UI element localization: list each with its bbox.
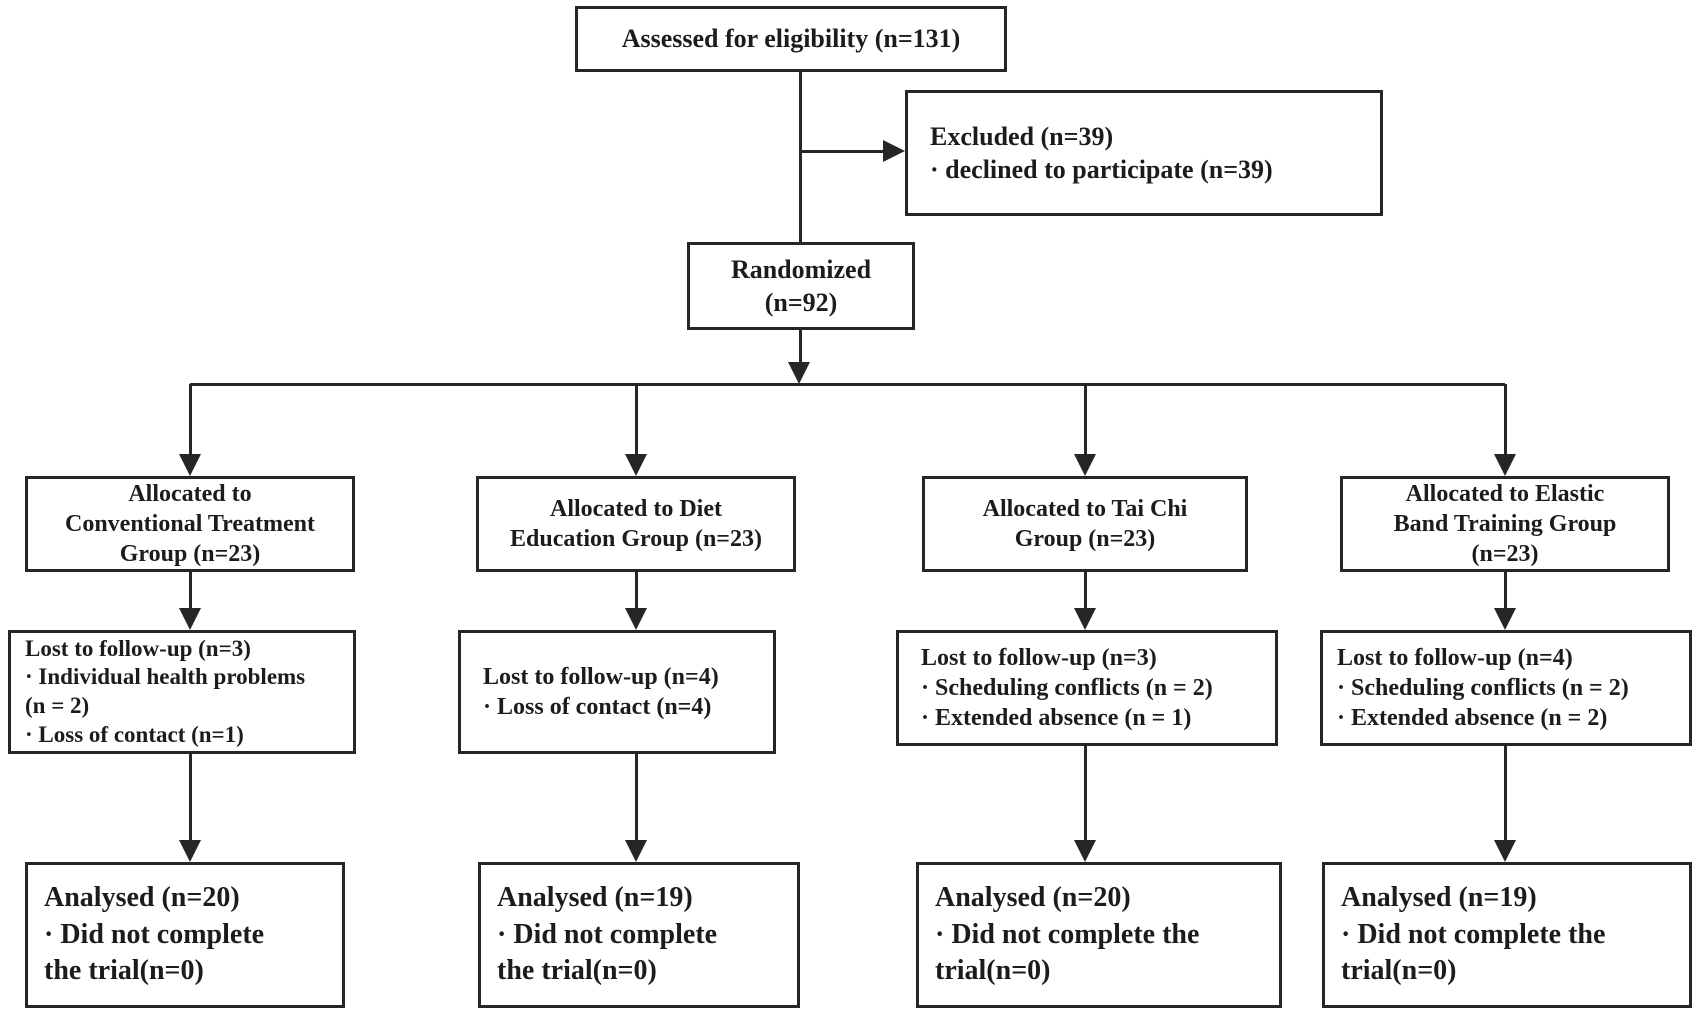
lost-line: Lost to follow-up (n=4) <box>1337 644 1573 671</box>
arrowhead-lost-3 <box>1074 608 1096 630</box>
lost-line: · Individual health problems <box>25 664 306 690</box>
analysed-line: Analysed (n=19) <box>497 881 693 913</box>
lost-line: Lost to follow-up (n=3) <box>25 635 251 661</box>
connector-branch-2 <box>635 384 638 454</box>
connector-lost-analysed-3 <box>1084 746 1087 840</box>
arrowhead-excluded <box>883 140 905 162</box>
lost-line: · Scheduling conflicts (n = 2) <box>921 674 1213 701</box>
lost-line: · Loss of contact (n=1) <box>25 721 244 747</box>
randomized-count: (n=92) <box>764 288 838 317</box>
connector-alloc-lost-1 <box>189 572 192 608</box>
connector-to-excluded <box>799 150 885 153</box>
analysed-box-elastic-band: Analysed (n=19) · Did not complete the t… <box>1322 862 1692 1008</box>
allocated-box-conventional-treatment: Allocated to Conventional Treatment Grou… <box>25 476 355 572</box>
randomized-label: Randomized <box>730 254 872 284</box>
arrowhead-analysed-3 <box>1074 840 1096 862</box>
randomized-box: Randomized (n=92) <box>687 242 915 330</box>
allocated-line: Allocated to <box>128 480 252 507</box>
lost-line: Lost to follow-up (n=4) <box>483 663 719 690</box>
analysed-line: trial(n=0) <box>935 955 1051 987</box>
arrowhead-lost-2 <box>625 608 647 630</box>
lost-box-diet-education: Lost to follow-up (n=4) · Loss of contac… <box>458 630 776 754</box>
analysed-line: Analysed (n=20) <box>44 881 240 913</box>
distributor-line <box>190 383 1505 386</box>
excluded-line: Excluded (n=39) <box>930 121 1114 151</box>
connector-lost-analysed-2 <box>635 754 638 840</box>
allocated-box-diet-education: Allocated to Diet Education Group (n=23) <box>476 476 796 572</box>
lost-box-elastic-band: Lost to follow-up (n=4) · Scheduling con… <box>1320 630 1692 746</box>
analysed-line: trial(n=0) <box>1341 955 1457 987</box>
allocated-box-elastic-band: Allocated to Elastic Band Training Group… <box>1340 476 1670 572</box>
allocated-line: (n=23) <box>1471 541 1539 568</box>
arrowhead-analysed-4 <box>1494 840 1516 862</box>
connector-alloc-lost-3 <box>1084 572 1087 608</box>
analysed-line: the trial(n=0) <box>497 955 657 987</box>
assessed-eligibility-text: Assessed for eligibility (n=131) <box>621 24 961 54</box>
connector-lost-analysed-4 <box>1504 746 1507 840</box>
allocated-box-tai-chi: Allocated to Tai Chi Group (n=23) <box>922 476 1248 572</box>
analysed-line: · Did not complete the <box>1341 918 1606 950</box>
analysed-box-diet-education: Analysed (n=19) · Did not complete the t… <box>478 862 800 1008</box>
connector-alloc-lost-2 <box>635 572 638 608</box>
allocated-line: Allocated to Diet <box>550 495 722 522</box>
lost-line: · Loss of contact (n=4) <box>483 694 712 720</box>
allocated-line: Conventional Treatment <box>65 510 315 537</box>
connector-branch-1 <box>189 384 192 454</box>
arrowhead-distributor <box>788 362 810 384</box>
lost-line: Lost to follow-up (n=3) <box>921 644 1157 671</box>
arrowhead-lost-4 <box>1494 608 1516 630</box>
analysed-box-conventional-treatment: Analysed (n=20) · Did not complete the t… <box>25 862 345 1008</box>
lost-box-tai-chi: Lost to follow-up (n=3) · Scheduling con… <box>896 630 1278 746</box>
arrowhead-allocated-3 <box>1074 454 1096 476</box>
assessed-eligibility-box: Assessed for eligibility (n=131) <box>575 6 1007 72</box>
lost-line: · Extended absence (n = 2) <box>1337 705 1608 732</box>
connector-alloc-lost-4 <box>1504 572 1507 608</box>
connector-randomized-to-distributor <box>799 330 802 364</box>
allocated-line: Allocated to Elastic <box>1405 480 1605 507</box>
analysed-box-tai-chi: Analysed (n=20) · Did not complete the t… <box>916 862 1282 1008</box>
allocated-line: Band Training Group <box>1393 510 1617 537</box>
lost-line: · Extended absence (n = 1) <box>921 705 1192 732</box>
lost-box-conventional-treatment: Lost to follow-up (n=3) · Individual hea… <box>8 630 356 754</box>
analysed-line: · Did not complete <box>497 918 718 950</box>
arrowhead-allocated-1 <box>179 454 201 476</box>
arrowhead-analysed-2 <box>625 840 647 862</box>
allocated-line: Allocated to Tai Chi <box>982 495 1188 522</box>
connector-branch-4 <box>1504 384 1507 454</box>
analysed-line: · Did not complete <box>44 918 265 950</box>
allocated-line: Group (n=23) <box>119 541 261 568</box>
excluded-reason-line: · declined to participate (n=39) <box>930 155 1273 184</box>
arrowhead-analysed-1 <box>179 840 201 862</box>
excluded-box: Excluded (n=39) · declined to participat… <box>905 90 1383 216</box>
lost-line: (n = 2) <box>25 693 90 718</box>
arrowhead-lost-1 <box>179 608 201 630</box>
arrowhead-allocated-4 <box>1494 454 1516 476</box>
arrowhead-allocated-2 <box>625 454 647 476</box>
connector-branch-3 <box>1084 384 1087 454</box>
analysed-line: the trial(n=0) <box>44 955 204 987</box>
allocated-line: Education Group (n=23) <box>510 526 762 552</box>
allocated-line: Group (n=23) <box>1014 526 1156 552</box>
analysed-line: · Did not complete the <box>935 918 1200 950</box>
connector-assessed-to-randomized <box>799 72 802 244</box>
analysed-line: Analysed (n=19) <box>1341 881 1537 913</box>
lost-line: · Scheduling conflicts (n = 2) <box>1337 674 1629 701</box>
connector-lost-analysed-1 <box>189 754 192 840</box>
analysed-line: Analysed (n=20) <box>935 881 1131 913</box>
